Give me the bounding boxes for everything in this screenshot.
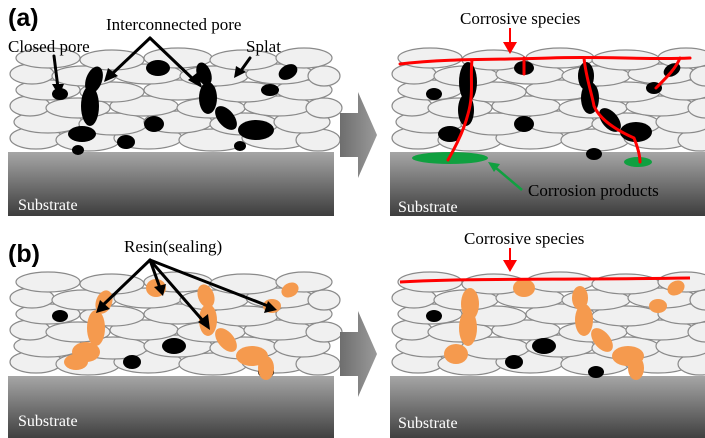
corrosive-arrows [503,28,517,272]
panel-a-right [390,47,705,216]
panel-label-a: (a) [8,4,39,32]
substrate-block [390,376,705,438]
arrow-a-icon [340,92,377,178]
panel-b-right [390,271,705,438]
resin-filled-pores [444,279,685,380]
label-corrosive-species-b: Corrosive species [464,229,584,248]
substrate-block [8,152,334,216]
label-closed-pore: Closed pore [8,37,90,56]
label-substrate-a-left: Substrate [18,197,78,214]
annotation-arrows [52,36,270,324]
label-interconnected-pore: Interconnected pore [106,15,241,34]
resin-filled-pores [64,279,299,380]
corrosion-product-arrow [488,162,523,191]
label-splat: Splat [246,37,281,56]
pores [52,60,298,155]
corrosive-surface-line [399,276,691,284]
label-corrosive-species-a: Corrosive species [460,9,580,28]
arrow-b-icon [340,311,377,397]
panel-b-left [8,271,343,438]
closed-pores [426,310,604,378]
label-substrate-b-right: Substrate [398,415,458,432]
corrosive-species-paths [398,55,692,164]
label-corrosion-products: Corrosion products [528,181,659,200]
label-resin-sealing: Resin(sealing) [124,237,222,256]
label-substrate-a-right: Substrate [398,199,458,216]
annotation-arrowheads [52,66,277,330]
panel-a-left [8,47,343,216]
label-substrate-b-left: Substrate [18,413,78,430]
substrate-block [8,376,334,438]
splat-layer [391,271,705,376]
panel-label-b: (b) [8,240,40,268]
